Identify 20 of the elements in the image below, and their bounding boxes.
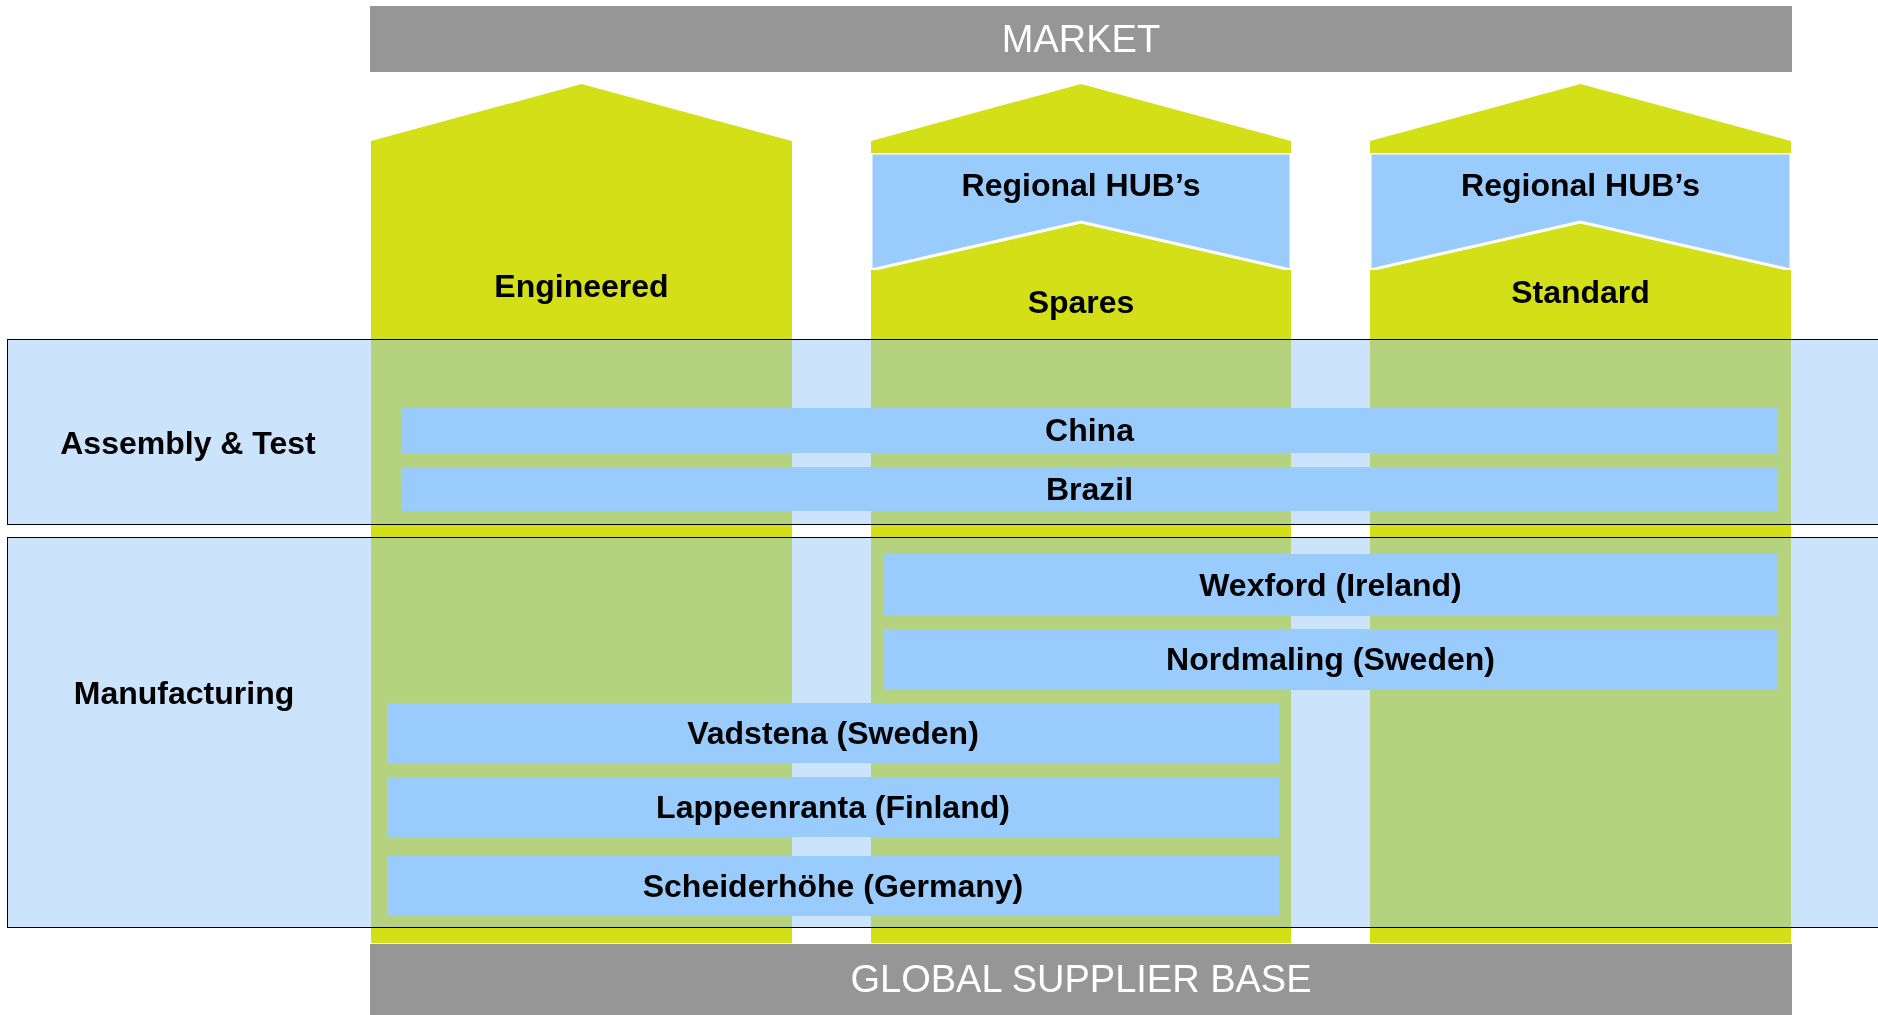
location-bar: Scheiderhöhe (Germany): [387, 856, 1279, 916]
hub-chevron-band: [871, 153, 1291, 270]
column-label: Standard: [1510, 274, 1651, 311]
row-band: [7, 339, 1878, 525]
row-label: Assembly & Test: [60, 424, 316, 462]
column-label: Spares: [1026, 284, 1136, 321]
hub-label: Regional HUB’s: [960, 167, 1202, 204]
hub-chevron-band: [1370, 153, 1791, 270]
location-bar: Wexford (Ireland): [884, 554, 1777, 616]
row-label: Manufacturing: [73, 674, 295, 712]
location-bar: Brazil: [402, 467, 1777, 511]
header-bar: MARKET: [370, 6, 1792, 72]
row-band: [7, 537, 1878, 928]
header-bar: GLOBAL SUPPLIER BASE: [370, 944, 1792, 1015]
location-bar: Lappeenranta (Finland): [387, 777, 1279, 837]
location-bar: China: [402, 408, 1777, 453]
column-label: Engineered: [493, 268, 670, 305]
location-bar: Nordmaling (Sweden): [884, 629, 1777, 690]
location-bar: Vadstena (Sweden): [387, 703, 1279, 763]
hub-label: Regional HUB’s: [1460, 167, 1701, 204]
